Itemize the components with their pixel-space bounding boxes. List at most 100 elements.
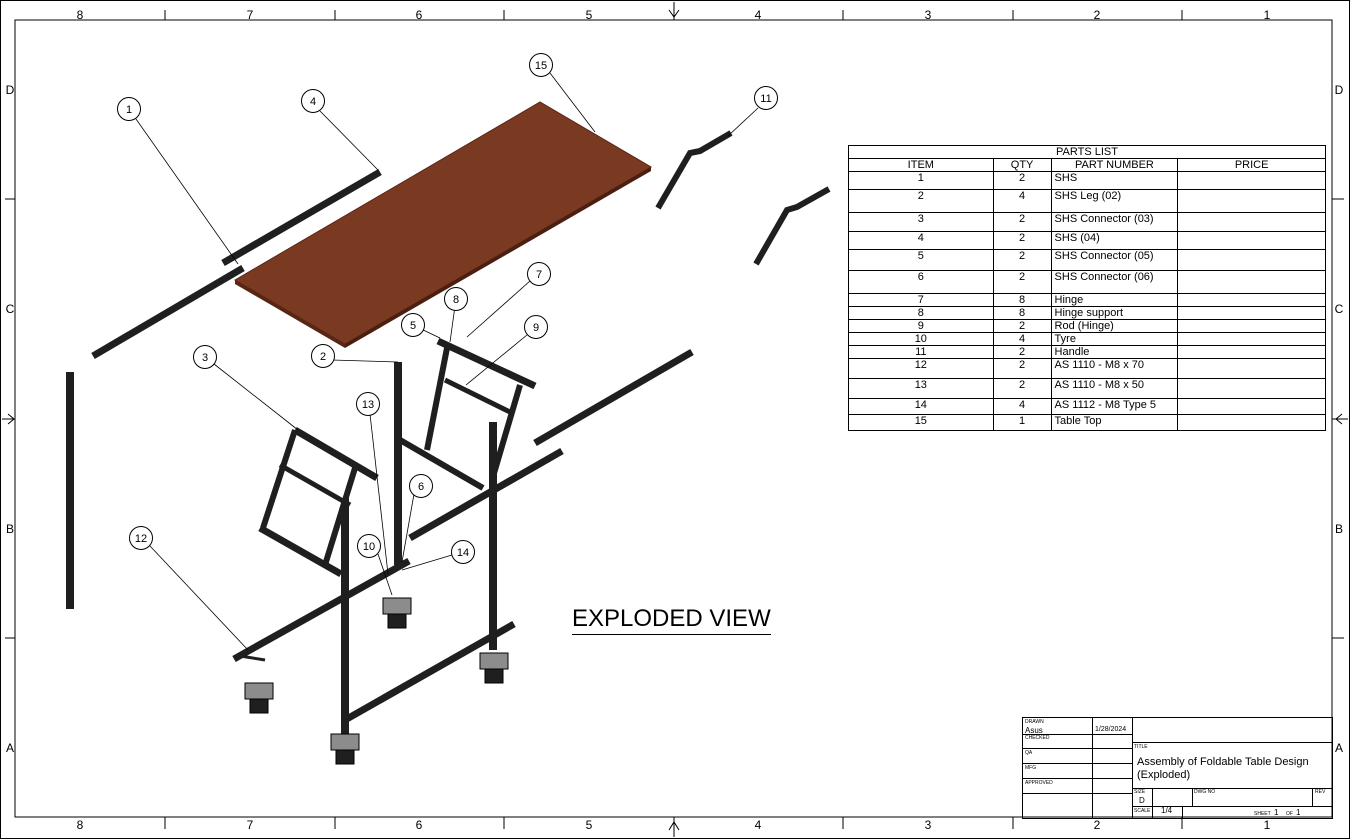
parts-list-cell-item: 8 — [848, 306, 994, 320]
balloon-7: 7 — [527, 262, 551, 286]
size-label: SIZE — [1134, 789, 1146, 795]
parts-list-cell-price — [1177, 306, 1326, 320]
balloon-3-label: 3 — [202, 352, 208, 364]
parts-list-cell-price — [1177, 358, 1326, 379]
caster — [382, 597, 412, 629]
parts-list-cell-qty: 4 — [992, 189, 1052, 213]
zone-col-label: 1 — [1263, 8, 1271, 22]
scale-label: SCALE — [1134, 808, 1151, 814]
drawn-by: Asus — [1025, 726, 1043, 735]
zone-ticks — [5, 10, 1344, 829]
balloon-4-label: 4 — [310, 96, 316, 108]
balloon-5: 5 — [401, 313, 425, 337]
parts-list-cell-item: 14 — [848, 398, 994, 415]
zone-col-label: 3 — [924, 8, 932, 22]
parts-list-cell-item: 12 — [848, 358, 994, 379]
parts-list-cell-price — [1177, 231, 1326, 250]
parts-list-cell-qty: 1 — [992, 414, 1052, 431]
sheet-label: SHEET — [1254, 811, 1271, 817]
size-value: D — [1139, 796, 1145, 805]
parts-list-title: PARTS LIST — [848, 145, 1326, 159]
leader-lines — [135, 72, 759, 651]
qa-label: QA — [1025, 750, 1033, 756]
zone-row-label: C — [5, 302, 15, 316]
parts-list-cell-part: Rod (Hinge) — [1050, 319, 1179, 333]
parts-list-cell-qty: 2 — [992, 319, 1052, 333]
parts-list-cell-price — [1177, 319, 1326, 333]
zone-col-label: 1 — [1263, 818, 1271, 832]
dwg-no-label: DWG NO — [1194, 789, 1216, 795]
balloon-15: 15 — [529, 53, 553, 77]
parts-list-cell-part: SHS Connector (03) — [1050, 212, 1179, 232]
parts-list-cell-part: SHS (04) — [1050, 231, 1179, 250]
of-label: OF — [1286, 811, 1293, 817]
parts-list-cell-part: Hinge support — [1050, 306, 1179, 320]
zone-col-label: 6 — [415, 818, 423, 832]
parts-list-cell-part: SHS Connector (06) — [1050, 270, 1179, 294]
checked-label: CHECKED — [1025, 735, 1050, 741]
parts-list-cell-part: Handle — [1050, 345, 1179, 359]
parts-list-cell-item: 13 — [848, 378, 994, 399]
parts-list-cell-item: 9 — [848, 319, 994, 333]
parts-list-cell-price — [1177, 249, 1326, 271]
parts-list-cell-price — [1177, 414, 1326, 431]
parts-list-cell-qty: 2 — [992, 358, 1052, 379]
zone-col-label: 8 — [76, 8, 84, 22]
balloon-1-label: 1 — [126, 104, 132, 116]
zone-col-label: 8 — [76, 818, 84, 832]
parts-list-cell-part: Tyre — [1050, 332, 1179, 346]
parts-list-cell-qty: 4 — [992, 398, 1052, 415]
balloon-8: 8 — [444, 287, 468, 311]
title-label: TITLE — [1134, 744, 1148, 750]
zone-row-label: B — [1334, 522, 1343, 536]
balloon-9-label: 9 — [533, 322, 539, 334]
zone-col-label: 2 — [1093, 8, 1101, 22]
parts-list-cell-price — [1177, 212, 1326, 232]
balloons: 1 4 15 11 7 8 5 9 3 2 13 6 10 14 12 — [117, 53, 778, 564]
balloon-7-label: 7 — [536, 269, 542, 281]
parts-list-cell-item: 7 — [848, 293, 994, 307]
zone-col-label: 5 — [585, 8, 593, 22]
zone-col-label: 5 — [585, 818, 593, 832]
zone-row-label: D — [1334, 83, 1344, 97]
approved-label: APPROVED — [1025, 780, 1053, 786]
parts-list-cell-part: AS 1110 - M8 x 50 — [1050, 378, 1179, 399]
parts-list-cell-qty: 2 — [992, 270, 1052, 294]
parts-list-cell-price — [1177, 270, 1326, 294]
parts-list-cell-item: 1 — [848, 171, 994, 190]
parts-list-cell-qty: 8 — [992, 293, 1052, 307]
balloon-14-label: 14 — [457, 547, 469, 559]
balloon-4: 4 — [301, 89, 325, 113]
parts-list-cell-item: 3 — [848, 212, 994, 232]
drawing-title: Assembly of Foldable Table Design (Explo… — [1137, 756, 1309, 781]
parts-list-cell-qty: 8 — [992, 306, 1052, 320]
balloon-2: 2 — [311, 344, 335, 368]
drawn-date: 1/28/2024 — [1095, 726, 1127, 733]
parts-list-cell-item: 11 — [848, 345, 994, 359]
balloon-6: 6 — [409, 474, 433, 498]
zone-col-label: 2 — [1093, 818, 1101, 832]
zone-col-label: 7 — [246, 8, 254, 22]
parts-list-cell-part: SHS Connector (05) — [1050, 249, 1179, 271]
balloon-13-label: 13 — [362, 399, 374, 411]
parts-list-cell-part: AS 1112 - M8 Type 5 — [1050, 398, 1179, 415]
view-title: EXPLODED VIEW — [572, 604, 771, 635]
parts-list-cell-qty: 2 — [992, 345, 1052, 359]
zone-row-label: D — [5, 83, 15, 97]
zone-col-label: 6 — [415, 8, 423, 22]
